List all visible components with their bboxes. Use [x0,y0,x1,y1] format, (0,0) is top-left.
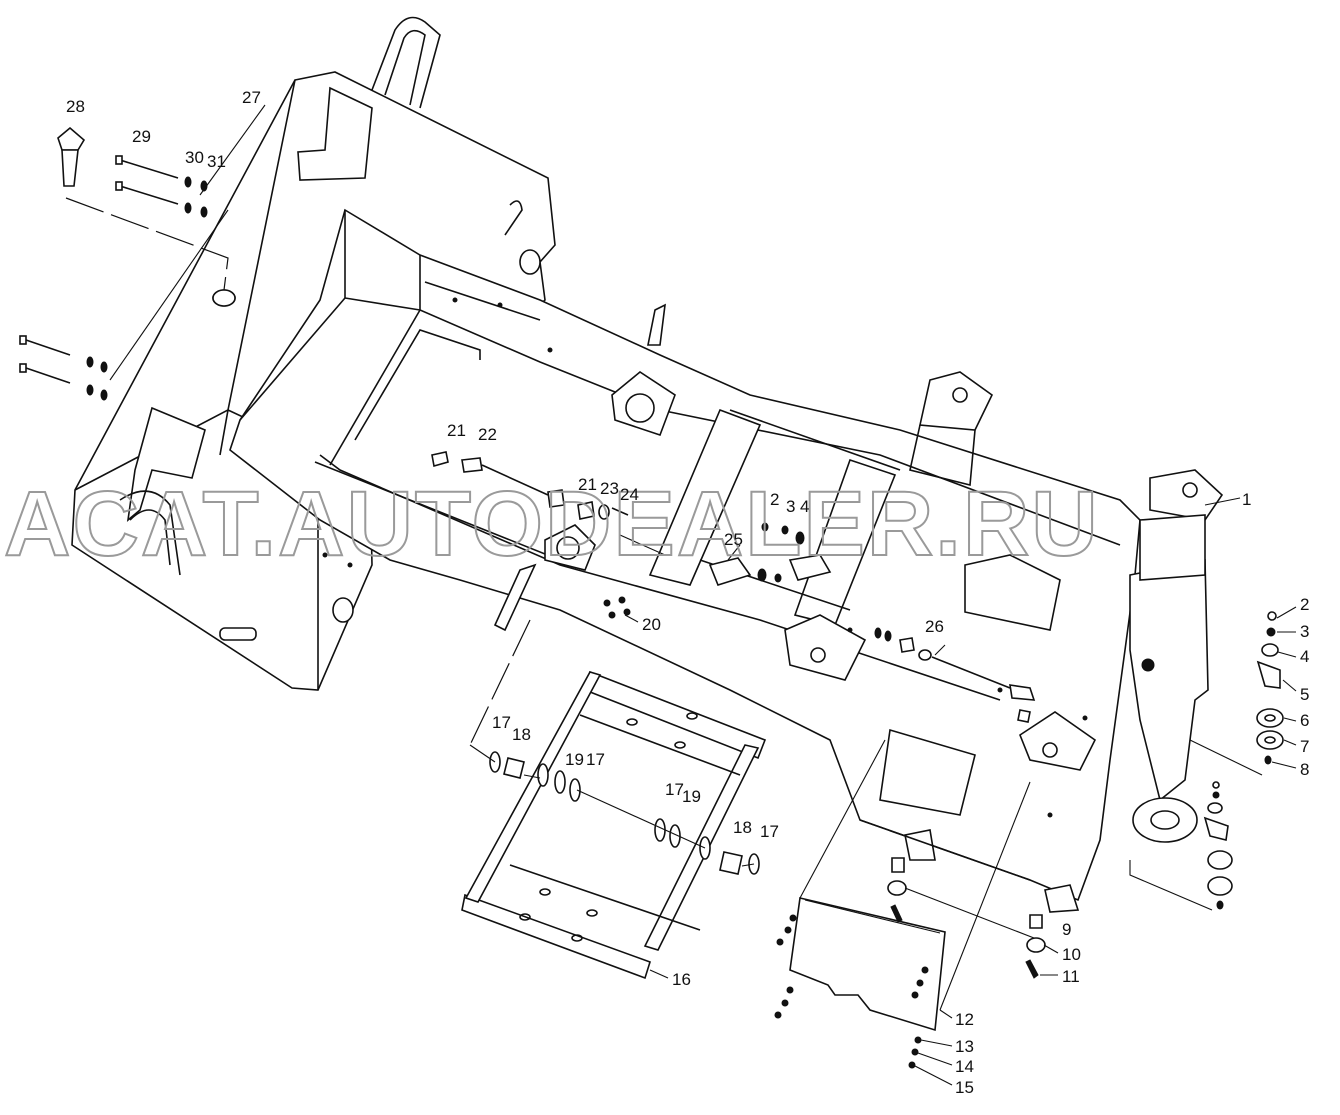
callout-label: 26 [925,617,944,636]
callout-label: 28 [66,97,85,116]
callout-label: 8 [1300,760,1309,779]
callout-label: 11 [1062,967,1080,986]
callout-label: 17 [665,780,684,799]
callout-label: 29 [132,127,151,146]
callout-label: 4 [1300,647,1309,666]
leader-lines [65,104,1297,1086]
callout-label: 9 [1062,920,1071,939]
callout-label: 23 [600,479,619,498]
callout-label: 3 [786,497,795,516]
callout-label: 13 [955,1037,974,1056]
callout-label: 12 [955,1010,974,1029]
callout-label: 16 [672,970,691,989]
callout-label: 17 [760,822,779,841]
callout-label: 15 [955,1078,974,1097]
callout-label: 24 [620,485,639,504]
callout-label: 21 [447,421,466,440]
callout-label: 18 [512,725,531,744]
callout-label: 31 [207,152,226,171]
callout-label: 17 [492,713,511,732]
callout-label: 30 [185,148,204,167]
callout-label: 21 [578,475,597,494]
bottom-plate [789,897,946,1032]
callout-label: 5 [1300,685,1309,704]
callout-label: 14 [955,1057,974,1076]
main-frame [229,208,1224,913]
callout-label: 20 [642,615,661,634]
callout-label: 2 [770,490,779,509]
callout-label: 4 [800,497,809,516]
watermark-text: ACAT.AUTODEALER.RU [4,473,1100,575]
callout-label: 2 [1300,595,1309,614]
callout-label: 22 [478,425,497,444]
callout-labels: 1 2 3 4 5 6 7 8 9 10 11 12 13 14 15 16 1… [66,88,1309,1097]
callout-label: 3 [1300,622,1309,641]
callout-label: 19 [682,787,701,806]
callout-label: 10 [1062,945,1081,964]
callout-label: 7 [1300,737,1309,756]
callout-label: 6 [1300,711,1309,730]
floor-frame [461,670,767,980]
callout-label: 19 [565,750,584,769]
callout-label: 17 [586,750,605,769]
hardware [19,126,1284,1069]
callout-label: 25 [724,530,743,549]
callout-label: 1 [1242,490,1251,509]
callout-label: 27 [242,88,261,107]
callout-label: 18 [733,818,752,837]
